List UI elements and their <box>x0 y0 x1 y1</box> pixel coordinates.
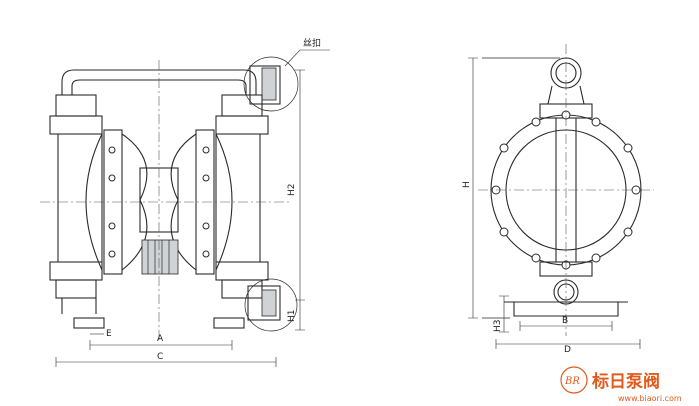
thread-label: 丝扣 <box>303 37 321 49</box>
dim-b-label: B <box>562 316 568 326</box>
dim-h3-label: H3 <box>493 320 503 333</box>
watermark-brand: 标日泵阀 <box>592 371 660 392</box>
watermark-logo-letters: BR <box>564 376 580 387</box>
dim-a-label: A <box>157 334 164 344</box>
dim-d-label: D <box>564 345 571 355</box>
dim-h1-label: H1 <box>287 310 297 323</box>
dim-e-label: E <box>106 329 112 339</box>
watermark-url: www.biaori.com <box>618 394 682 403</box>
front-view <box>40 49 330 367</box>
dim-h2-label: H2 <box>287 184 297 197</box>
watermark-logo-icon <box>560 366 588 394</box>
dim-h-label: H <box>462 181 472 188</box>
side-view <box>468 44 654 349</box>
watermark: BR 标日泵阀 www.biaori.com <box>560 366 682 403</box>
dim-c-label: C <box>157 352 163 362</box>
